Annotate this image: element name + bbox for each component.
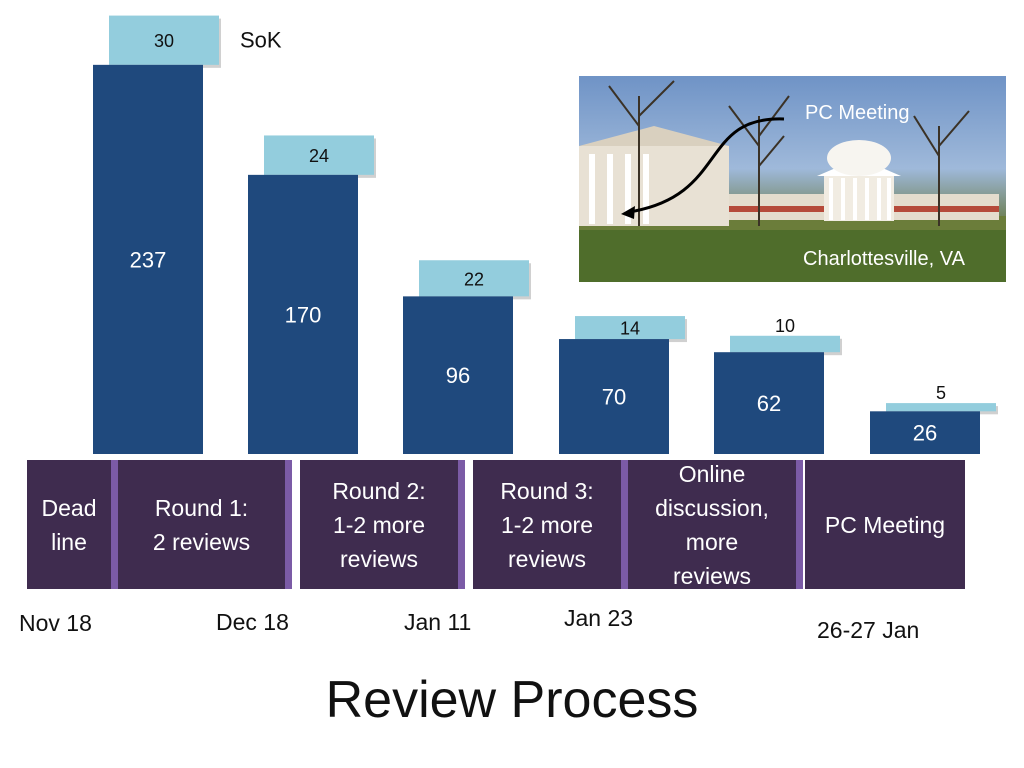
submission-value-label: 170 — [285, 302, 322, 327]
photo-callout-label: PC Meeting — [805, 102, 910, 124]
stage-pc-meeting: PC Meeting — [805, 460, 965, 589]
page-title: Review Process — [325, 671, 699, 729]
sok-bar — [419, 260, 529, 297]
submission-value-label: 70 — [602, 385, 626, 410]
date-dec-18: Dec 18 — [216, 609, 289, 635]
submission-bar — [559, 339, 669, 454]
sok-bar — [109, 15, 219, 65]
submission-value-label: 237 — [130, 247, 167, 272]
sok-bar — [730, 335, 840, 353]
sok-value-label: 5 — [936, 383, 946, 403]
date-jan-26-27: 26-27 Jan — [817, 617, 920, 643]
stage-round-3: Round 3: 1-2 more reviews — [473, 460, 621, 589]
sok-value-label: 24 — [309, 146, 329, 166]
submission-bar — [714, 352, 824, 454]
sok-legend-label: SoK — [240, 28, 282, 53]
stage-separator — [621, 460, 628, 589]
date-nov-18: Nov 18 — [19, 610, 92, 636]
sok-bar — [264, 135, 374, 175]
date-jan-11: Jan 11 — [404, 609, 472, 635]
date-jan-23: Jan 23 — [564, 605, 634, 631]
stacked-bar-chart: 237 30 170 24 96 22 70 14 62 10 26 5 SoK — [93, 15, 998, 455]
stage-round-2: Round 2: 1-2 more reviews — [300, 460, 458, 589]
stage-separator — [285, 460, 292, 589]
submission-bar — [870, 411, 980, 454]
stage-online-discussion: Online discussion, more reviews — [628, 460, 796, 589]
submission-value-label: 62 — [757, 391, 781, 416]
photo-location-label: Charlottesville, VA — [803, 248, 965, 270]
submission-bar — [93, 64, 203, 454]
sok-bar — [886, 403, 996, 412]
submission-value-label: 96 — [446, 363, 470, 388]
submission-bar — [248, 174, 358, 455]
sok-value-label: 30 — [154, 31, 174, 51]
sok-bar — [575, 316, 685, 340]
sok-value-label: 14 — [620, 319, 640, 339]
rotunda-illustration — [579, 80, 1006, 282]
stage-separator — [796, 460, 803, 589]
stage-round-1: Round 1: 2 reviews — [118, 460, 285, 589]
submission-bar — [403, 296, 513, 454]
stage-separator — [111, 460, 118, 589]
sok-value-label: 22 — [464, 269, 484, 289]
review-stages: Dead line Round 1: 2 reviews Round 2: 1-… — [27, 460, 965, 589]
sok-value-label: 10 — [775, 316, 795, 336]
submission-value-label: 26 — [913, 421, 937, 446]
campus-photo: PC Meeting Charlottesville, VA — [579, 76, 1006, 282]
stage-separator — [458, 460, 465, 589]
stage-deadline: Dead line — [27, 460, 111, 589]
